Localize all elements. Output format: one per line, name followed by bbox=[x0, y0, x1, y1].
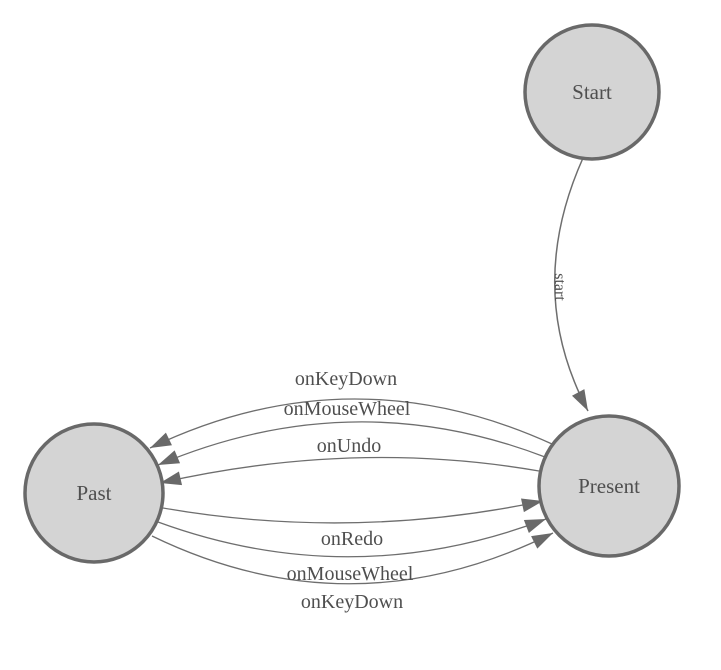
edge-label-onkeydown-top: onKeyDown bbox=[295, 368, 397, 390]
edge-label-start: start bbox=[551, 273, 568, 301]
edge-present-to-past-onundo[interactable] bbox=[159, 456, 540, 486]
node-past-shape[interactable] bbox=[23, 422, 165, 564]
node-past[interactable]: Past bbox=[23, 422, 165, 564]
edge-label-onmousewheel-top: onMouseWheel bbox=[284, 398, 411, 420]
node-present-shape[interactable] bbox=[537, 414, 681, 558]
node-past-label: Past bbox=[76, 481, 111, 505]
edge-present-to-past-onkeydown[interactable] bbox=[149, 398, 553, 449]
edge-past-to-present-onredo[interactable] bbox=[162, 498, 544, 524]
edge-label-onundo: onUndo bbox=[317, 435, 381, 457]
edge-label-onmousewheel-bottom: onMouseWheel bbox=[287, 563, 414, 585]
node-start[interactable]: Start bbox=[523, 23, 661, 161]
edge-past-to-present-onmousewheel[interactable] bbox=[157, 518, 547, 558]
edge-present-to-past-onmousewheel[interactable] bbox=[157, 421, 546, 466]
edge-past-to-present-onkeydown[interactable] bbox=[151, 532, 554, 585]
node-start-shape[interactable] bbox=[523, 23, 661, 161]
edge-start-to-present[interactable] bbox=[553, 157, 589, 412]
node-start-label: Start bbox=[572, 80, 612, 104]
edge-label-onredo: onRedo bbox=[321, 528, 383, 550]
node-present-label: Present bbox=[578, 474, 640, 498]
edge-label-onkeydown-bottom: onKeyDown bbox=[301, 591, 403, 613]
node-present[interactable]: Present bbox=[537, 414, 681, 558]
